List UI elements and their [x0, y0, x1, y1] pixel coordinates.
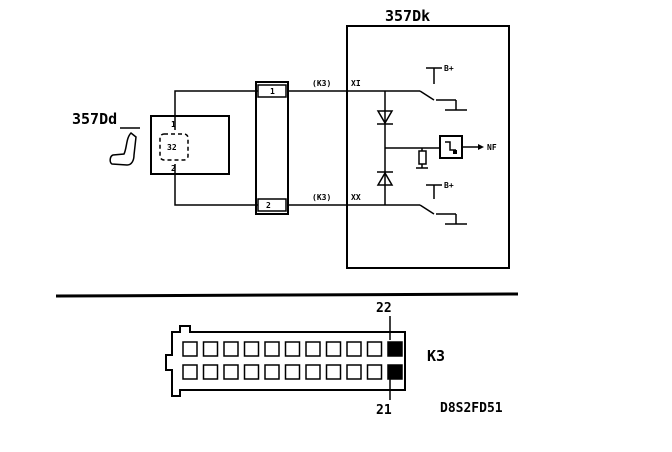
connector-pin	[346, 341, 362, 357]
module-box	[346, 25, 510, 269]
connector-pin	[264, 341, 280, 357]
connector-pin-highlighted	[387, 341, 403, 357]
sensor-wire-top	[174, 90, 258, 130]
resistor-icon	[418, 150, 427, 165]
output-label: NF	[487, 143, 497, 152]
seat-icon	[109, 131, 137, 166]
diode-bottom-icon	[376, 171, 394, 186]
connector-pin	[325, 341, 342, 357]
sensor-pin2-label: 2	[171, 164, 176, 173]
sensor-element	[159, 133, 189, 161]
connector-pin-highlighted	[387, 364, 403, 380]
pin-22-label: 22	[376, 301, 392, 316]
switch-bottom-lead	[419, 204, 435, 215]
module-label: 357Dk	[385, 7, 430, 25]
sensor-box	[150, 115, 230, 175]
connector-pin	[264, 364, 280, 380]
connector-pin-grid	[182, 341, 403, 380]
output-ic-symbol	[445, 141, 456, 151]
output-arrow-icon	[478, 144, 484, 150]
switch-top-lead	[419, 90, 435, 101]
supply-bottom-label: B+	[444, 181, 454, 190]
sensor-pin-label: 32	[167, 143, 177, 152]
supply-top-label: B+	[444, 64, 454, 73]
sensor-pin1-label: 1	[171, 120, 176, 129]
pin-bottom-label: XX	[351, 193, 361, 202]
sensor-wire-bottom	[174, 164, 258, 206]
diode-top-icon	[376, 110, 394, 125]
output-ic	[439, 135, 463, 159]
wire-bottom-label: (K3)	[312, 193, 331, 202]
figure-code: D8S2FD51	[440, 401, 503, 416]
connector-cell-1	[257, 84, 287, 98]
connector-pin	[243, 364, 260, 380]
pin-top-label: XI	[351, 79, 361, 88]
connector-outline	[165, 325, 406, 397]
connector-pin	[366, 341, 383, 357]
wire-top-label: (K3)	[312, 79, 331, 88]
inline-connector	[255, 81, 289, 215]
connector-pin	[223, 364, 239, 380]
connector-pin	[366, 364, 383, 380]
connector-pin	[305, 364, 321, 380]
connector-pin	[325, 364, 342, 380]
section-divider	[55, 292, 519, 298]
pin-21-label: 21	[376, 403, 392, 418]
connector-pin	[284, 364, 301, 380]
output-ic-pin	[453, 150, 457, 154]
connector-cell-2	[257, 198, 287, 212]
connector-pin	[202, 364, 219, 380]
connector-pin	[305, 341, 321, 357]
sensor-label: 357Dd	[72, 110, 117, 128]
connector-pin	[346, 364, 362, 380]
connector-pin	[202, 341, 219, 357]
connector-pin	[182, 341, 198, 357]
connector-cell-1-label: 1	[270, 87, 275, 96]
connector-pin	[243, 341, 260, 357]
connector-pin	[284, 341, 301, 357]
connector-label: K3	[427, 347, 445, 365]
connector-pin	[182, 364, 198, 380]
connector-pin	[223, 341, 239, 357]
connector-cell-2-label: 2	[266, 201, 271, 210]
